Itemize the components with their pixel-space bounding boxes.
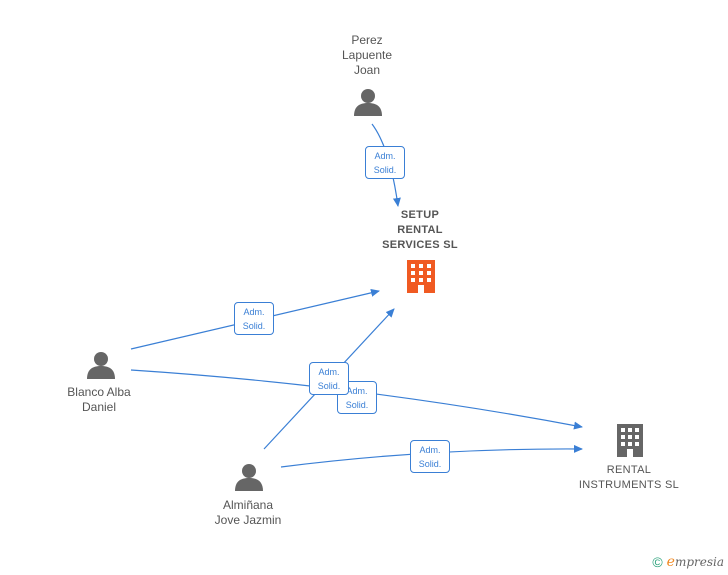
footer-brand: © empresia	[652, 554, 724, 570]
brand-logo-text: mpresia	[674, 555, 724, 569]
edge-label-line1: Adm.	[243, 307, 265, 317]
person-label-blanco[interactable]: Blanco Alba Daniel	[67, 385, 131, 414]
edge-label-blanco-setup: Adm. Solid.	[234, 302, 274, 335]
edge-label-line2: Solid.	[317, 381, 341, 391]
person-icon[interactable]	[235, 464, 263, 491]
edge-label-blanco-rental: Adm. Solid.	[337, 381, 377, 414]
person-label-alminana[interactable]: Almiñana Jove Jazmin	[214, 498, 282, 527]
edge-label-line1: Adm.	[419, 445, 441, 455]
building-icon[interactable]	[617, 424, 643, 457]
edge-label-line1: Adm.	[374, 151, 396, 161]
edge-label-alminana-rental: Adm. Solid.	[410, 440, 450, 473]
brand-logo-e: e	[666, 554, 675, 570]
edge-label-perez-setup: Adm. Solid.	[365, 146, 405, 179]
copyright-icon: ©	[652, 554, 663, 570]
edge-label-line2: Solid.	[373, 165, 397, 175]
edge-label-line1: Adm.	[346, 386, 368, 396]
edge-label-line2: Solid.	[418, 459, 442, 469]
person-icon[interactable]	[354, 89, 382, 116]
edge-label-line2: Solid.	[242, 321, 266, 331]
person-label-perez[interactable]: Perez Lapuente Joan	[341, 33, 393, 77]
company-label-setup[interactable]: SETUP RENTAL SERVICES SL	[382, 209, 458, 251]
edge-label-alminana-setup: Adm. Solid.	[309, 362, 349, 395]
edge-label-line2: Solid.	[345, 400, 369, 410]
brand-logo[interactable]: empresia	[667, 554, 724, 570]
company-label-rental[interactable]: RENTAL INSTRUMENTS SL	[578, 464, 680, 491]
edge-label-line1: Adm.	[318, 367, 340, 377]
building-icon[interactable]	[407, 260, 435, 293]
person-icon[interactable]	[87, 352, 115, 379]
